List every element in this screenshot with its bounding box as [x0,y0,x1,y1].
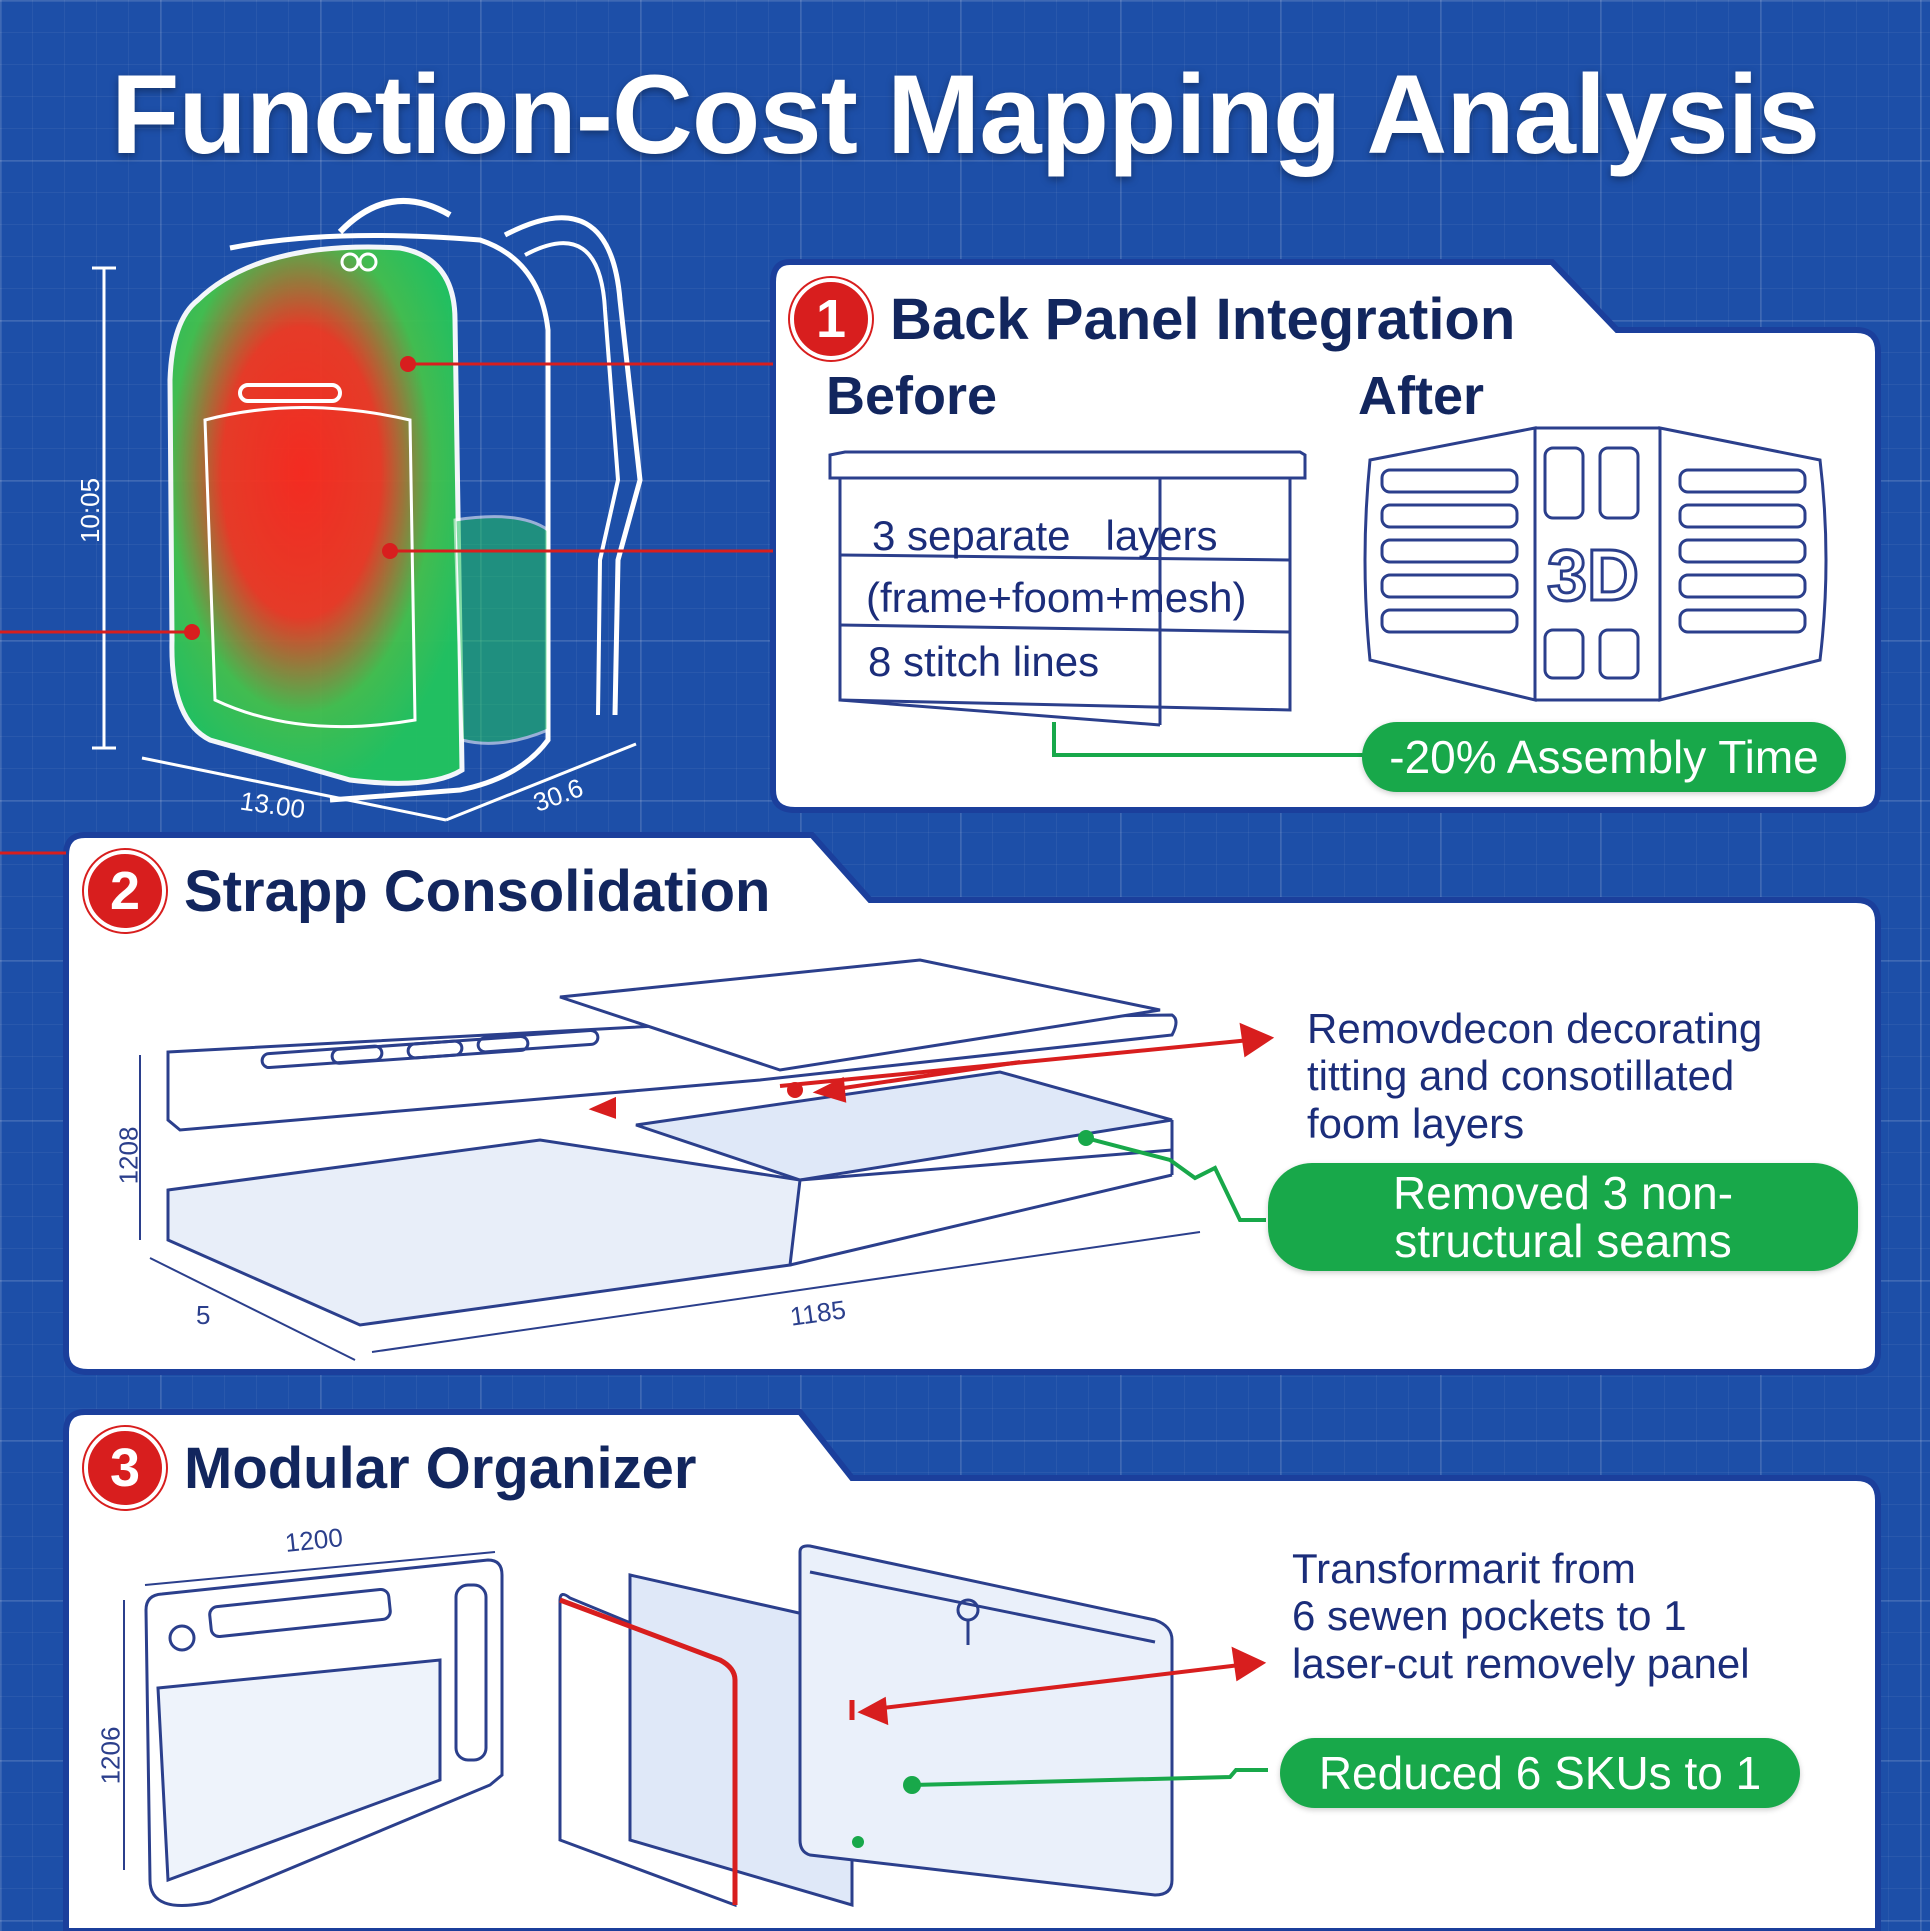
section-2-number-badge: 2 [84,850,166,932]
organizer-panels [144,1544,1174,1908]
organizer-dimension-lines [123,1551,496,1870]
strap-dimension-lines [139,1055,1201,1361]
section-3-title: Modular Organizer [184,1435,697,1501]
before-layer-stack [828,450,1307,727]
section-2-heading: 2 Strapp Consolidation [84,850,770,932]
strap-height-dimension: 1208 [113,1126,144,1185]
backpack-illustration [167,197,643,803]
section-3-number-badge: 3 [84,1427,166,1509]
before-line-1: 3 separate layers [872,512,1218,559]
before-line-3: 8 stitch lines [868,638,1100,685]
after-3d-label: 3D [1545,535,1640,618]
organizer-height-dimension: 1206 [95,1726,126,1785]
strap-depth-dimension: 5 [196,1300,211,1330]
section-1-heading: 1 Back Panel Integration [790,278,1515,360]
section-3-description-line-1: Transformarit from [1292,1545,1636,1592]
section-3-description-line-2: 6 sewen pockets to 1 [1292,1592,1687,1640]
section-3-description-line-3: laser-cut removely panel [1292,1639,1750,1687]
sku-connector-line [911,1768,1268,1787]
backpack-dimension-lines [92,266,637,822]
before-line-2: (frame+foom+mesh) [866,574,1247,621]
section-2-description: Removdecon decorating titting and consot… [1307,1005,1762,1147]
section-1-number-badge: 1 [790,278,872,360]
sku-result-badge: Reduced 6 SKUs to 1 [1280,1738,1800,1808]
after-label: After [1358,366,1485,426]
section-3-description: Transformarit from 6 sewen pockets to 1 … [1292,1545,1750,1687]
before-label: Before [826,366,998,426]
assembly-time-result-badge: -20% Assembly Time [1362,722,1846,792]
section-2-description-line-3: foom layers [1307,1099,1525,1147]
section-1-title: Back Panel Integration [890,286,1516,352]
backpack-height-dimension: 10:05 [75,477,106,544]
organizer-arrows [857,1646,1267,1726]
section-3-heading: 3 Modular Organizer [84,1427,696,1509]
organizer-red-edge [559,1597,855,1905]
assembly-connector-line [1052,722,1365,757]
page-title: Function-Cost Mapping Analysis [110,52,1820,177]
strap-layers [166,958,1178,1327]
backpack-leader-lines [0,362,773,855]
section-2-description-line-1: Removdecon decorating [1307,1005,1763,1052]
section-2-title: Strapp Consolidation [184,858,771,924]
strap-arrows [588,1022,1275,1119]
seams-connector-line [1085,1136,1266,1222]
after-3d-panel [1363,426,1828,702]
section-2-description-line-2: titting and consotillated [1307,1052,1735,1100]
seams-result-badge: Removed 3 non-structural seams [1268,1163,1858,1271]
organizer-width-dimension: 1200 [283,1522,345,1558]
